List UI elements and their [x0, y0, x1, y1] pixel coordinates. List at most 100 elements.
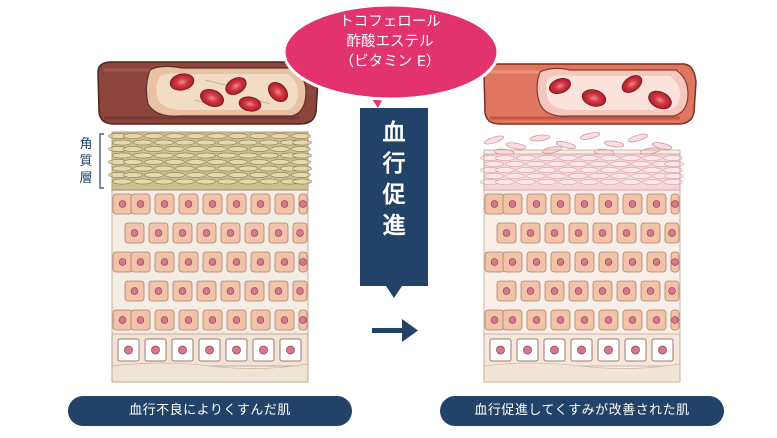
- cell-nucleus: [178, 229, 187, 237]
- horny-cell: [663, 179, 683, 185]
- horny-cell: [631, 161, 651, 167]
- horny-cell: [484, 161, 504, 167]
- horny-flake: [628, 133, 648, 143]
- horny-cell: [568, 161, 588, 167]
- horny-cell: [291, 133, 311, 139]
- horny-cell: [154, 139, 174, 146]
- cell-nucleus: [532, 200, 541, 208]
- cell-nucleus: [202, 229, 211, 237]
- cell-nucleus: [526, 229, 535, 237]
- blood-vessel-dull: [97, 61, 319, 125]
- horny-cell: [526, 173, 546, 179]
- cell-nucleus: [668, 229, 676, 237]
- horny-cell: [144, 146, 164, 152]
- cell-nucleus: [646, 287, 655, 295]
- cell-nucleus: [226, 229, 235, 237]
- cell-nucleus: [136, 200, 145, 208]
- horny-cell: [112, 152, 132, 159]
- horny-cell: [663, 167, 683, 173]
- cell-nucleus: [652, 316, 661, 324]
- horny-cell: [112, 178, 132, 185]
- horny-flake: [579, 132, 601, 140]
- horny-cell: [175, 165, 195, 172]
- cell-nucleus: [232, 258, 241, 266]
- cell-nucleus: [184, 200, 193, 208]
- cell-nucleus: [130, 287, 139, 295]
- vitamin-e-line-3: （ビタミン E）: [339, 54, 441, 70]
- horny-flake: [484, 135, 504, 145]
- cell-nucleus: [628, 258, 637, 266]
- cell-nucleus: [280, 316, 289, 324]
- horny-cell: [621, 179, 641, 185]
- horny-cell: [495, 155, 515, 161]
- horny-cell: [610, 161, 630, 167]
- horny-cell: [495, 167, 515, 173]
- horny-cell: [516, 179, 536, 185]
- horny-cell: [589, 161, 609, 167]
- horny-label-char-3: 層: [79, 171, 93, 186]
- cell-nucleus: [580, 200, 589, 208]
- horny-cell: [526, 161, 546, 167]
- horny-cell: [123, 133, 143, 139]
- horny-cell: [217, 152, 237, 159]
- cell-nucleus: [160, 258, 169, 266]
- basal-nucleus: [631, 345, 640, 355]
- horny-cell: [144, 133, 164, 139]
- cell-nucleus: [508, 200, 517, 208]
- cell-nucleus: [130, 229, 139, 237]
- cell-nucleus: [232, 200, 241, 208]
- horny-cell: [165, 146, 185, 152]
- cell-nucleus: [274, 287, 283, 295]
- horny-cell: [228, 133, 248, 139]
- cell-nucleus: [490, 316, 499, 324]
- horny-cell: [600, 167, 620, 173]
- horny-cell: [249, 133, 269, 139]
- horny-flake: [603, 140, 625, 148]
- horny-cell: [589, 173, 609, 179]
- horny-cell: [516, 155, 536, 161]
- cell-nucleus: [184, 258, 193, 266]
- epidermis-cells-dull: [112, 193, 308, 331]
- horny-cell: [186, 159, 206, 165]
- cell-nucleus: [502, 287, 511, 295]
- cell-nucleus: [118, 200, 127, 208]
- blood-cells-dull: [169, 73, 289, 112]
- horny-cell: [238, 152, 258, 159]
- banner-char-4: 進: [382, 213, 406, 239]
- cell-nucleus: [598, 229, 607, 237]
- cell-nucleus: [574, 229, 583, 237]
- cell-nucleus: [490, 258, 499, 266]
- horny-cell: [228, 146, 248, 152]
- banner-char-2: 行: [382, 151, 406, 177]
- horny-cell: [144, 172, 164, 178]
- horny-cell: [631, 173, 651, 179]
- basal-nucleus: [178, 345, 187, 355]
- cell-nucleus: [628, 316, 637, 324]
- horny-cell: [484, 173, 504, 179]
- basal-nucleus: [124, 345, 133, 355]
- horny-label-char-2: 質: [79, 154, 93, 169]
- cell-nucleus: [604, 258, 613, 266]
- horny-cell: [175, 178, 195, 185]
- cell-nucleus: [556, 200, 565, 208]
- cell-nucleus: [490, 200, 499, 208]
- horny-cell: [642, 167, 662, 173]
- horny-cell: [291, 159, 311, 165]
- horny-layer-cells-healthy: [480, 155, 684, 185]
- basal-nucleus: [496, 345, 505, 355]
- horny-flake: [505, 142, 527, 150]
- cell-nucleus: [652, 200, 661, 208]
- basal-nucleus: [550, 345, 559, 355]
- horny-cell: [217, 165, 237, 172]
- basal-nucleus: [577, 345, 586, 355]
- blood-vessel-healthy: [483, 63, 697, 125]
- horny-cell: [207, 133, 227, 139]
- horny-cell: [291, 146, 311, 152]
- horny-cell: [558, 167, 578, 173]
- cell-nucleus: [160, 200, 169, 208]
- horny-cell: [259, 178, 279, 185]
- cell-nucleus: [256, 316, 265, 324]
- horny-layer-label: 角 質 層: [78, 136, 94, 187]
- horny-cell: [292, 139, 312, 146]
